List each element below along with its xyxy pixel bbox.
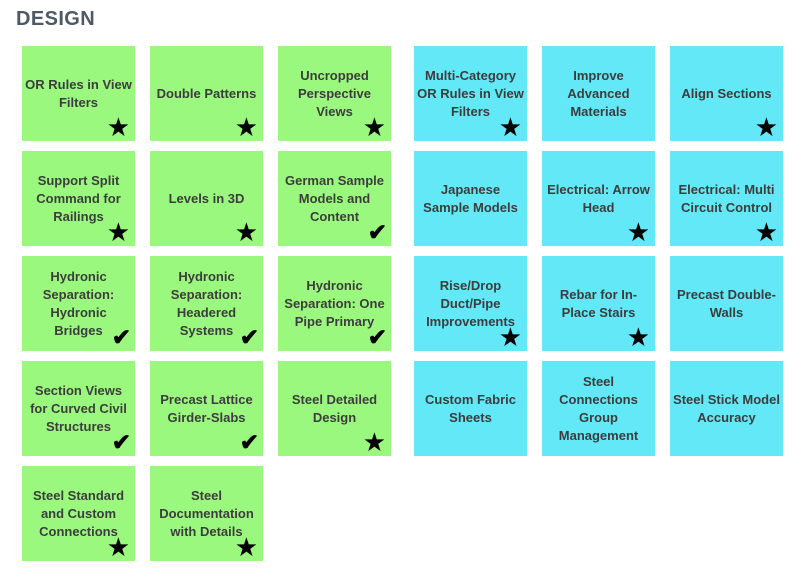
feature-tile-label: Precast Lattice Girder-Slabs [160,391,253,425]
check-icon: ✔ [111,324,131,350]
feature-tile-label: Electrical: Arrow Head [547,181,650,215]
feature-tile[interactable]: Rise/Drop Duct/Pipe Improvements★ [414,256,527,351]
feature-tile[interactable]: Precast Lattice Girder-Slabs ✔ [150,361,263,456]
feature-tile[interactable]: German Sample Models and Content✔ [278,151,391,246]
feature-tile-label: Multi-Category OR Rules in View Filters [417,67,524,119]
star-icon: ★ [626,217,650,247]
star-icon: ★ [234,217,258,247]
feature-tile-label: Hydronic Separation: One Pipe Primary [284,277,385,329]
star-icon: ★ [498,112,522,142]
feature-tile-label: Section Views for Curved Civil Structure… [30,382,127,434]
page-title: DESIGN [16,8,96,30]
feature-tile[interactable]: Align Sections ★ [670,46,783,141]
feature-tile-label: German Sample Models and Content [285,172,384,224]
star-icon: ★ [626,322,650,352]
check-icon: ✔ [367,324,387,350]
feature-tile-label: Rebar for In-Place Stairs [559,286,638,320]
feature-tile[interactable]: OR Rules in View Filters★ [22,46,135,141]
check-icon: ✔ [367,219,387,245]
feature-tile[interactable]: Steel Standard and Custom Connections★ [22,466,135,561]
feature-tile-label: Steel Stick Model Accuracy [673,391,780,425]
feature-tile[interactable]: Custom Fabric Sheets [414,361,527,456]
check-icon: ✔ [239,324,259,350]
check-icon: ✔ [239,429,259,455]
feature-tile[interactable]: Steel Detailed Design★ [278,361,391,456]
feature-tile-label: Steel Documentation with Details [159,487,254,539]
feature-tile-label: Steel Standard and Custom Connections [32,487,125,539]
feature-tile-label: Custom Fabric Sheets [424,391,516,425]
star-icon: ★ [106,112,130,142]
star-icon: ★ [362,427,386,457]
feature-tile-label: Hydronic Separation: Headered Systems [170,268,243,338]
feature-tile-label: Improve Advanced Materials [567,67,630,119]
feature-tile[interactable]: Hydronic Separation: One Pipe Primary✔ [278,256,391,351]
feature-tile-label: Precast Double-Walls [677,286,776,320]
feature-tile-label: Electrical: Multi Circuit Control [678,181,775,215]
cyan-tile-grid: Multi-Category OR Rules in View Filters★… [414,46,783,456]
feature-tile-label: Hydronic Separation: Hydronic Bridges [42,268,115,338]
feature-tile-label: Levels in 3D [168,190,245,206]
feature-tile[interactable]: Electrical: Multi Circuit Control★ [670,151,783,246]
star-icon: ★ [362,112,386,142]
green-tile-grid: OR Rules in View Filters★Double Patterns… [22,46,391,561]
feature-tile[interactable]: Electrical: Arrow Head★ [542,151,655,246]
feature-tile[interactable]: Section Views for Curved Civil Structure… [22,361,135,456]
feature-tile[interactable]: Steel Stick Model Accuracy [670,361,783,456]
check-icon: ✔ [111,429,131,455]
feature-tile[interactable]: Hydronic Separation: Hydronic Bridges✔ [22,256,135,351]
star-icon: ★ [234,112,258,142]
feature-tile-label: Align Sections [681,85,772,101]
star-icon: ★ [106,217,130,247]
star-icon: ★ [498,322,522,352]
feature-tile[interactable]: Levels in 3D ★ [150,151,263,246]
feature-tile[interactable]: Multi-Category OR Rules in View Filters★ [414,46,527,141]
feature-tile-label: Rise/Drop Duct/Pipe Improvements [426,277,515,329]
tile-groups: OR Rules in View Filters★Double Patterns… [22,46,804,561]
star-icon: ★ [754,112,778,142]
design-roadmap-section: DESIGN OR Rules in View Filters★Double P… [0,8,804,561]
feature-tile-label: Support Split Command for Railings [36,172,121,224]
feature-tile[interactable]: Steel Documentation with Details★ [150,466,263,561]
feature-tile-label: OR Rules in View Filters [25,76,132,110]
star-icon: ★ [106,532,130,562]
feature-tile[interactable]: Uncropped Perspective Views★ [278,46,391,141]
feature-tile[interactable]: Support Split Command for Railings★ [22,151,135,246]
feature-tile-label: Steel Detailed Design [291,391,378,425]
feature-tile-label: Double Patterns [156,85,257,101]
feature-tile[interactable]: Improve Advanced Materials [542,46,655,141]
feature-tile-label: Uncropped Perspective Views [298,67,371,119]
feature-tile-label: Steel Connections Group Management [558,373,639,443]
feature-tile-label: Japanese Sample Models [423,181,518,215]
feature-tile[interactable]: Steel Connections Group Management [542,361,655,456]
feature-tile[interactable]: Japanese Sample Models [414,151,527,246]
feature-tile[interactable]: Hydronic Separation: Headered Systems✔ [150,256,263,351]
feature-tile[interactable]: Rebar for In-Place Stairs★ [542,256,655,351]
star-icon: ★ [754,217,778,247]
star-icon: ★ [234,532,258,562]
feature-tile[interactable]: Precast Double-Walls [670,256,783,351]
feature-tile[interactable]: Double Patterns ★ [150,46,263,141]
